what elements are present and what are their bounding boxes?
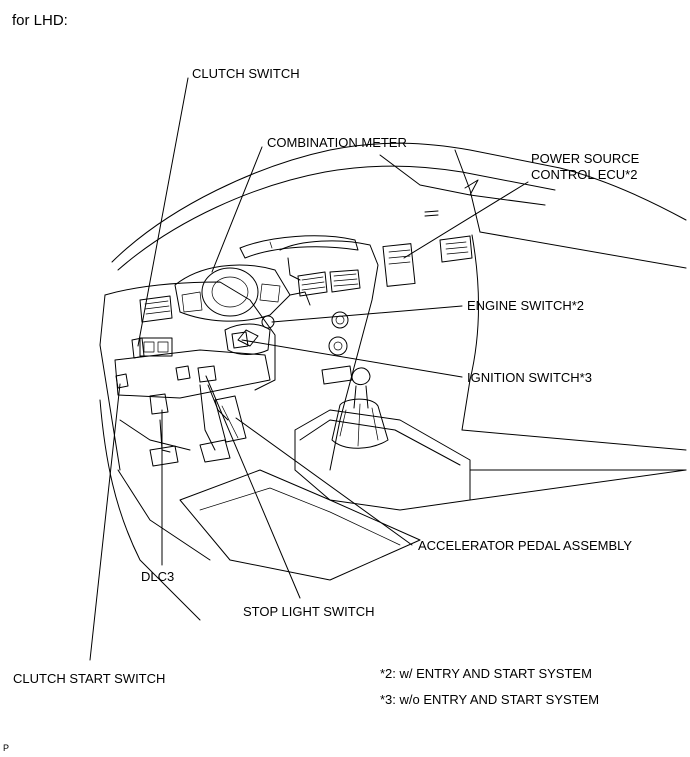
accelerator-pedal-pad bbox=[214, 395, 247, 443]
meter-dial bbox=[201, 267, 259, 317]
leader-ignition-switch bbox=[241, 339, 463, 378]
shift-boot bbox=[331, 398, 389, 449]
label-ignition-switch: IGNITION SWITCH*3 bbox=[467, 370, 592, 385]
leader-power-source-ecu bbox=[403, 181, 529, 259]
center-knob-2 bbox=[328, 336, 348, 356]
console-body bbox=[294, 409, 471, 511]
center-display bbox=[239, 235, 359, 259]
label-dlc3: DLC3 bbox=[141, 569, 175, 584]
label-power-source-ecu-line2: CONTROL ECU*2 bbox=[531, 167, 638, 182]
stop-light-switch-part bbox=[197, 365, 217, 383]
ignition-switch-part bbox=[231, 331, 249, 349]
label-power-source-ecu-line1: POWER SOURCE bbox=[531, 151, 640, 166]
label-clutch-switch: CLUTCH SWITCH bbox=[192, 66, 300, 81]
label-clutch-start-switch: CLUTCH START SWITCH bbox=[13, 671, 166, 686]
leader-accelerator-pedal bbox=[235, 417, 413, 546]
windshield-edge bbox=[379, 154, 546, 206]
label-engine-switch: ENGINE SWITCH*2 bbox=[467, 298, 585, 313]
dlc3-part bbox=[175, 365, 191, 381]
note-no-entry-start: *3: w/o ENTRY AND START SYSTEM bbox=[380, 692, 600, 707]
left-dash-face bbox=[104, 281, 276, 391]
left-switch-panel bbox=[139, 337, 173, 357]
header-text: for LHD: bbox=[12, 12, 68, 29]
center-knob-1 bbox=[331, 311, 349, 329]
leader-stop-light-switch bbox=[205, 375, 301, 599]
center-stack bbox=[279, 240, 379, 471]
clutch-switch-part bbox=[131, 337, 145, 359]
corner-mark: P bbox=[3, 743, 10, 753]
brake-pedal-pad bbox=[199, 439, 231, 463]
lower-dash bbox=[114, 349, 271, 399]
shift-knob bbox=[351, 367, 371, 385]
center-vent-left bbox=[297, 271, 328, 297]
brake-pedal-arm bbox=[199, 384, 216, 451]
right-dash-edge bbox=[461, 234, 479, 431]
label-stop-light-switch: STOP LIGHT SWITCH bbox=[243, 604, 375, 619]
leader-clutch-start-switch bbox=[89, 383, 121, 661]
leader-combination-meter bbox=[211, 146, 263, 273]
floor-mat bbox=[179, 469, 421, 581]
a-pillar bbox=[454, 149, 481, 233]
dash-upper-edge bbox=[117, 165, 556, 271]
leader-clutch-switch bbox=[137, 77, 189, 347]
center-vent-right bbox=[329, 269, 361, 293]
note-entry-start: *2: w/ ENTRY AND START SYSTEM bbox=[380, 666, 592, 681]
label-accelerator-pedal: ACCELERATOR PEDAL ASSEMBLY bbox=[418, 538, 633, 553]
floor-left bbox=[99, 399, 201, 621]
right-vent bbox=[439, 235, 473, 263]
left-vent bbox=[139, 295, 173, 323]
label-combination-meter: COMBINATION METER bbox=[267, 135, 407, 150]
power-source-ecu-box bbox=[382, 243, 416, 287]
clutch-start-switch-part bbox=[115, 373, 129, 389]
leader-engine-switch bbox=[271, 305, 463, 323]
dash-top-outline bbox=[111, 142, 687, 263]
